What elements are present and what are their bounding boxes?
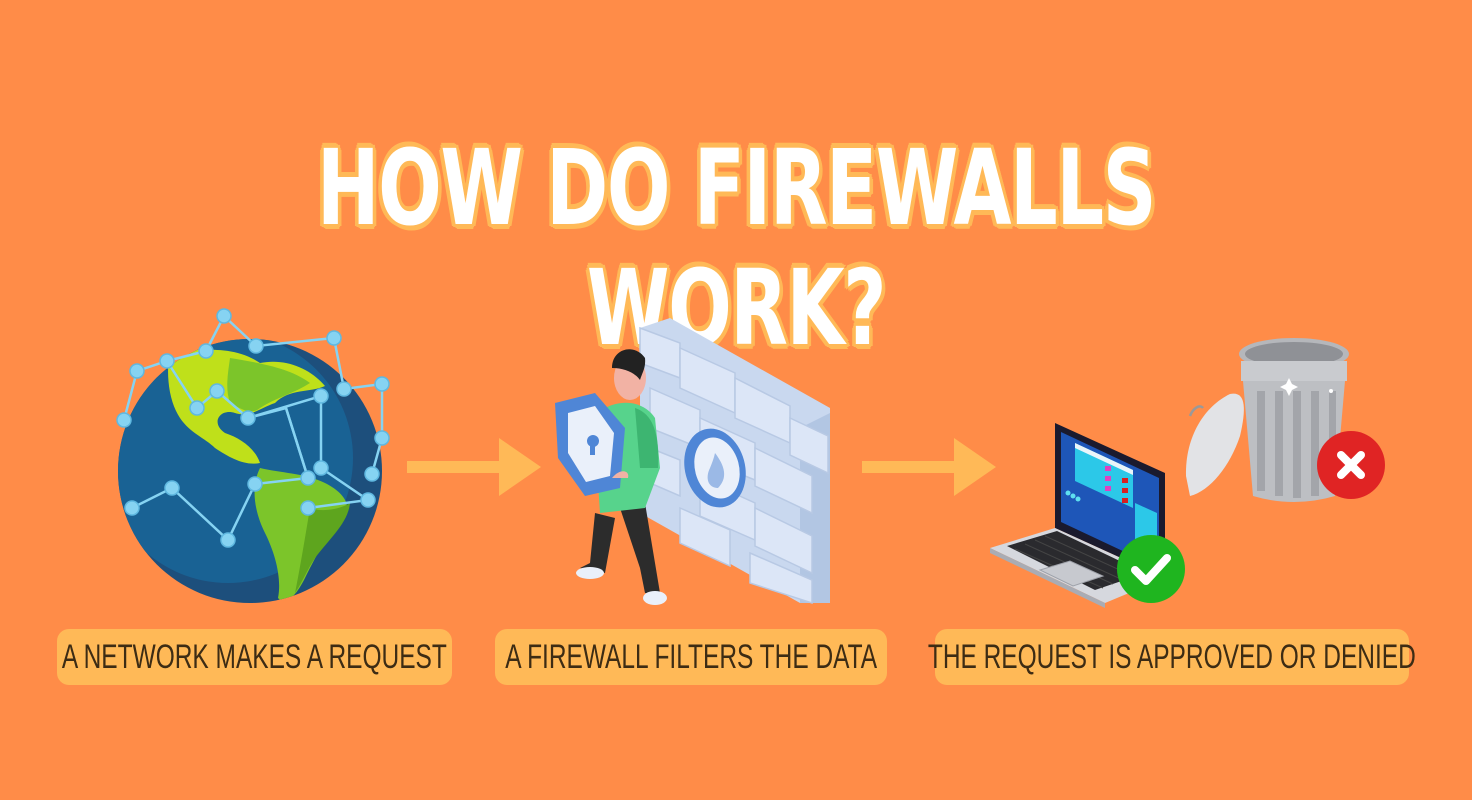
step-3-label: THE REQUEST IS APPROVED OR DENIED	[928, 629, 1416, 685]
step-2-label: A FIREWALL FILTERS THE DATA	[495, 629, 887, 685]
x-icon	[1317, 431, 1385, 499]
arrow-right-icon	[862, 438, 996, 496]
page-title: HOW DO FIREWALLS WORK?	[316, 127, 1157, 369]
globe-network-icon	[116, 308, 390, 603]
step-3-label-text: THE REQUEST IS APPROVED OR DENIED	[928, 637, 1416, 676]
arrow-right-icon	[407, 438, 541, 496]
step-1-label: A NETWORK MAKES A REQUEST	[57, 629, 452, 685]
step-2-label-text: A FIREWALL FILTERS THE DATA	[505, 637, 877, 676]
step-1-label-text: A NETWORK MAKES A REQUEST	[62, 637, 447, 676]
firewall-guard-icon	[555, 318, 830, 605]
checkmark-icon	[1117, 535, 1185, 603]
